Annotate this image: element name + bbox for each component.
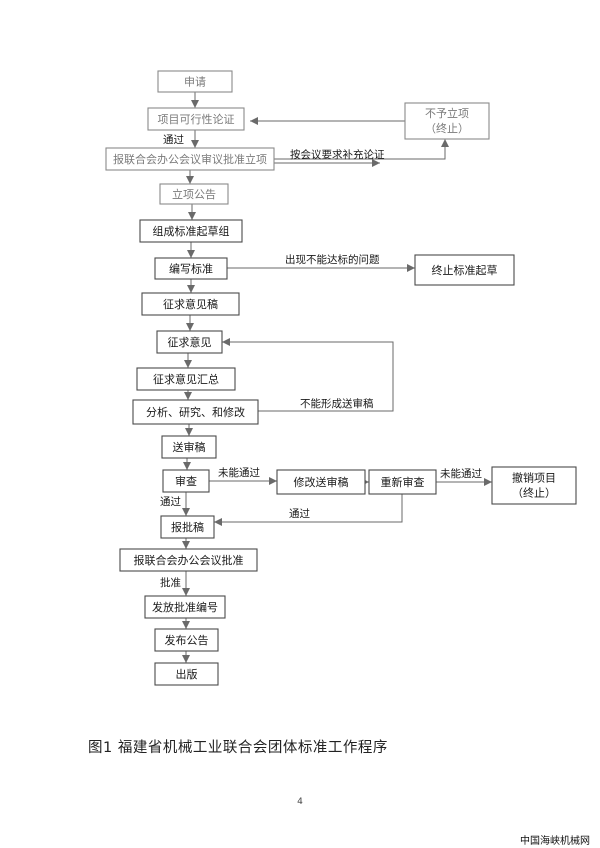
node-feasibility: 项目可行性论证 <box>147 107 245 131</box>
node-label: 分析、研究、和修改 <box>146 405 245 419</box>
node-label: 不予立项 <box>425 106 469 120</box>
source-watermark: 中国海峡机械网 <box>520 836 590 847</box>
page-number: 4 <box>297 797 303 807</box>
node-box <box>141 292 240 316</box>
node-box <box>160 515 215 539</box>
edge-label: 不能形成送审稿 <box>300 397 374 410</box>
node-rejected: 不予立项（终止） <box>404 102 490 140</box>
node-label: 征求意见 <box>168 335 212 349</box>
node-seek-comments: 征求意见 <box>156 330 223 354</box>
edge-label: 未能通过 <box>440 467 482 480</box>
node-label: 申请 <box>184 76 206 89</box>
edge-label: 出现不能达标的问题 <box>285 253 380 266</box>
node-issue-number: 发放批准编号 <box>144 595 226 619</box>
node-publish: 出版 <box>154 662 219 686</box>
node-label: 征求意见汇总 <box>153 372 219 386</box>
node-label: 征求意见稿 <box>163 297 218 311</box>
edge-analyze-to-seek-comments: 不能形成送审稿 <box>222 338 394 412</box>
node-box <box>144 595 226 619</box>
node-label: 发放批准编号 <box>152 600 218 614</box>
node-label: 编写标准 <box>169 262 213 276</box>
edge-draft-standard-to-stop-draft: 出现不能达标的问题 <box>227 253 415 272</box>
node-label: 重新审查 <box>381 475 425 489</box>
node-analyze: 分析、研究、和修改 <box>132 399 259 425</box>
node-revise-review-draft: 修改送审稿 <box>276 469 366 495</box>
edge-label: 按会议要求补充论证 <box>290 148 385 161</box>
edge-review-to-revise-review-draft: 未能通过 <box>209 466 277 485</box>
edge-label: 未能通过 <box>218 466 260 479</box>
edge-label: 通过 <box>289 507 310 520</box>
node-box <box>156 330 223 354</box>
node-label: 组成标准起草组 <box>153 224 230 238</box>
node-review-draft: 送审稿 <box>161 435 217 459</box>
edge-arrow <box>222 338 394 412</box>
node-publish-announcement: 发布公告 <box>154 628 219 652</box>
node-stop-draft: 终止标准起草 <box>414 254 515 286</box>
node-review: 审查 <box>162 469 210 493</box>
node-submit-meeting: 报联合会办公会议审议批准立项 <box>105 147 275 171</box>
figure-caption: 图1 福建省机械工业联合会团体标准工作程序 <box>88 740 388 756</box>
node-box <box>414 254 515 286</box>
edge-submit-meeting-to-feasibility: 按会议要求补充论证 <box>274 148 385 167</box>
node-box <box>132 399 259 425</box>
edge-label: 通过 <box>163 133 184 146</box>
node-box <box>136 367 236 391</box>
node-box <box>491 466 577 505</box>
edge-arrow <box>214 494 403 526</box>
node-box <box>404 102 490 140</box>
node-box <box>119 548 258 572</box>
edge-re-review-to-cancel-project: 未能通过 <box>436 467 492 486</box>
node-label: 出版 <box>176 667 198 681</box>
node-form-group: 组成标准起草组 <box>139 219 243 243</box>
node-label: 送审稿 <box>173 440 206 454</box>
edge-feasibility-to-submit-meeting: 通过 <box>163 130 199 148</box>
node-label: 撤销项目 <box>512 471 556 485</box>
edge-submit-approval-to-issue-number: 批准 <box>160 571 190 596</box>
node-label: 报联合会办公会议批准 <box>134 553 244 567</box>
node-sublabel: （终止） <box>512 486 556 500</box>
node-draft-standard: 编写标准 <box>154 257 228 280</box>
edge-arrow <box>274 139 449 160</box>
node-label: 项目可行性论证 <box>158 112 235 126</box>
node-box <box>162 469 210 493</box>
node-box <box>105 147 275 171</box>
node-apply: 申请 <box>157 70 233 93</box>
node-summarize: 征求意见汇总 <box>136 367 236 391</box>
node-consult-draft: 征求意见稿 <box>141 292 240 316</box>
node-label: 修改送审稿 <box>294 475 349 489</box>
edge-label: 批准 <box>160 576 181 589</box>
node-announce-project: 立项公告 <box>159 183 229 205</box>
node-label: 报联合会办公会议审议批准立项 <box>113 152 267 166</box>
node-approval-draft: 报批稿 <box>160 515 215 539</box>
edge-review-to-approval-draft: 通过 <box>160 492 190 516</box>
node-box <box>161 435 217 459</box>
node-box <box>276 469 366 495</box>
node-box <box>154 257 228 280</box>
edge-re-review-to-approval-draft: 通过 <box>214 494 403 526</box>
node-label: 审查 <box>175 474 197 488</box>
node-box <box>139 219 243 243</box>
node-box <box>154 662 219 686</box>
node-box <box>157 70 233 93</box>
edge-submit-meeting-to-rejected <box>274 139 449 160</box>
node-label: 报批稿 <box>171 520 204 534</box>
node-re-review: 重新审查 <box>368 469 437 495</box>
node-label: 终止标准起草 <box>432 263 498 277</box>
node-box <box>368 469 437 495</box>
node-box <box>159 183 229 205</box>
node-sublabel: （终止） <box>425 121 469 135</box>
node-label: 发布公告 <box>165 633 209 647</box>
node-box <box>154 628 219 652</box>
node-label: 立项公告 <box>172 187 216 201</box>
node-submit-approval: 报联合会办公会议批准 <box>119 548 258 572</box>
node-box <box>147 107 245 131</box>
edge-label: 通过 <box>160 495 181 508</box>
node-cancel-project: 撤销项目（终止） <box>491 466 577 505</box>
